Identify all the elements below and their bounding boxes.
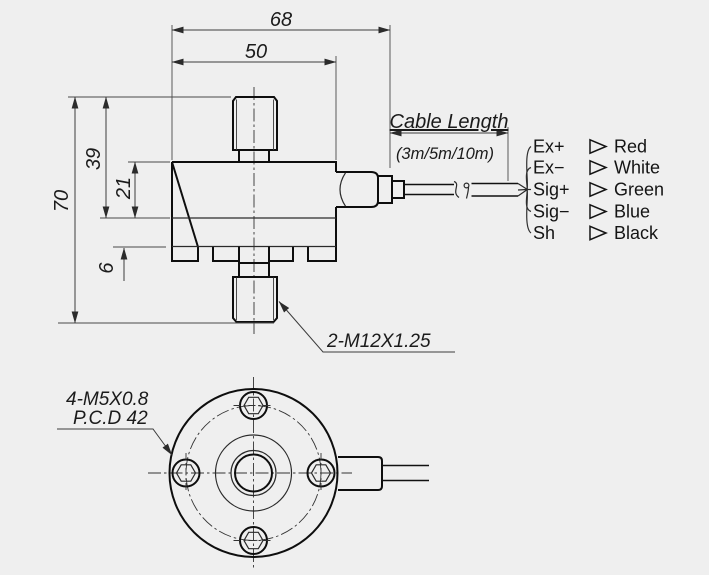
top-stud-neck [238, 150, 270, 162]
wire-color-label: Black [614, 223, 659, 243]
dim-21-label: 21 [113, 177, 135, 200]
cable-length-options: (3m/5m/10m) [396, 145, 494, 163]
wire-signal-label: Sh [533, 223, 555, 243]
bolt-hole [306, 453, 336, 493]
bottom-stud-neck [238, 246, 270, 277]
side-view [171, 87, 528, 334]
bottom-view-connector [338, 456, 383, 491]
wire-signal-label: Ex+ [533, 137, 565, 157]
wire-signal-label: Sig+ [533, 180, 570, 200]
flange-boss-circle [214, 434, 293, 512]
center-hole-outer [230, 449, 277, 497]
leader-line [57, 428, 173, 456]
dim-6-label: 6 [96, 262, 118, 274]
top-stud [232, 96, 278, 151]
wiring-row: Ex− White [533, 158, 660, 178]
bottom-view [148, 377, 429, 570]
flange-holes-label: 4-M5X0.8 [66, 389, 149, 410]
wiring-row: Sh Black [533, 223, 659, 243]
bolt-hole [233, 391, 274, 420]
cable-gland-tip [392, 180, 405, 199]
wire-color-label: White [614, 158, 660, 178]
center-hole-inner [234, 453, 273, 493]
body-outline [171, 161, 337, 262]
cable-break-icon [465, 186, 470, 199]
fan-line-sh [526, 189, 532, 234]
hex-socket-icon [310, 464, 332, 482]
cable-break-icon [463, 182, 470, 189]
cable-break-icon [453, 180, 460, 198]
bottom-view-cable [382, 464, 429, 482]
cable-length-label: Cable Length [390, 111, 509, 133]
cable-boot [336, 171, 379, 208]
cable-boot-dome-arc [339, 172, 347, 207]
wiring-row: Ex+ Red [533, 137, 647, 157]
flange-holes-callout: 4-M5X0.8 P.C.D 42 [57, 389, 173, 456]
wire-signal-label: Sig− [533, 202, 570, 222]
wiring-row: Sig+ Green [533, 180, 664, 200]
cable-end-wires-icon [517, 182, 528, 197]
wire-signal-label: Ex− [533, 158, 565, 178]
dim-68-label: 68 [270, 9, 292, 31]
dimensions: 68 50 70 39 21 6 Cable Length (3m/5m/10m… [51, 9, 509, 324]
bottom-stud-thread-lines [236, 277, 274, 320]
wiring-row: Sig− Blue [533, 202, 650, 222]
stud-thread-label: 2-M12X1.25 [326, 331, 431, 352]
triangle-marker-icon [589, 159, 608, 176]
wire-color-label: Green [614, 180, 664, 200]
dim-39-label: 39 [83, 148, 105, 170]
top-stud-thread-lines [236, 99, 274, 150]
flange-outer-circle [168, 388, 339, 558]
bolt-hole [233, 526, 274, 555]
dim-50-label: 50 [245, 41, 267, 63]
wire-color-label: Blue [614, 202, 650, 222]
stud-callout: 2-M12X1.25 [278, 301, 455, 353]
triangle-marker-icon [589, 138, 608, 155]
fan-line-ex-minus [525, 166, 532, 190]
cable-segment-2 [471, 182, 518, 197]
wiring-legend: Ex+ Red Ex− White Sig+ Green Sig− Blue S… [525, 137, 664, 243]
triangle-marker-icon [589, 203, 608, 220]
hex-socket-icon [175, 464, 197, 482]
triangle-marker-icon [589, 225, 608, 241]
leader-line [278, 301, 455, 353]
cable-segment-1 [404, 183, 454, 196]
dim-70-label: 70 [51, 190, 73, 212]
cable-gland-mid [378, 175, 393, 204]
bolt-hole [171, 453, 201, 493]
wire-color-label: Red [614, 137, 647, 157]
triangle-marker-icon [589, 181, 608, 198]
bottom-stud [232, 276, 278, 323]
pitch-circle-label: P.C.D 42 [73, 408, 148, 429]
